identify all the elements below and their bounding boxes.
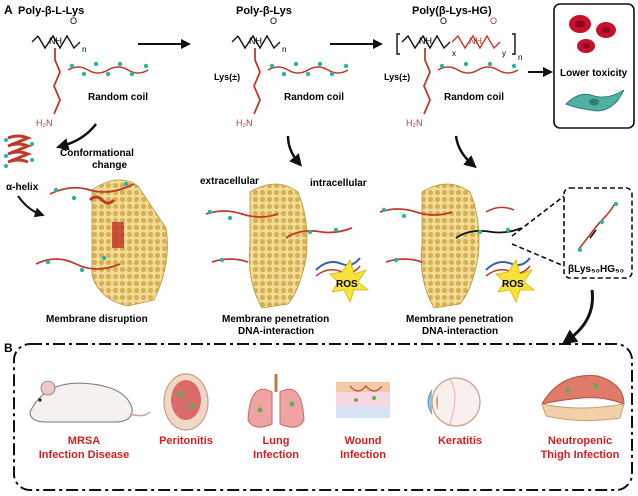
membrane-disruption-illustration: [35, 179, 168, 307]
panel-b-frame: [13, 343, 633, 491]
arrow-p3-down: [454, 135, 477, 169]
polymer-3-o-hg: O: [490, 16, 497, 26]
arrow-p1-down: [55, 123, 97, 151]
arrow-helix-to-membrane: [17, 195, 45, 218]
polymer-1-nh2: H₂N: [36, 118, 53, 128]
polymer-3-structure: Poly(β-Lys-HG) NH NH O O x y n H₂N Lys(±…: [384, 5, 522, 128]
disease-4-line1: Wound: [344, 435, 381, 447]
dna-interaction-label-1: DNA-interaction: [238, 326, 314, 337]
polymer-3-coil-label: Random coil: [444, 92, 504, 103]
conformational-change-line1: Conformational: [60, 148, 134, 159]
membrane-disruption-label: Membrane disruption: [46, 314, 148, 325]
thigh-muscle-illustration: [541, 375, 625, 422]
polymer-3-o: O: [440, 16, 447, 26]
polymer-2-title: Poly-β-Lys: [236, 5, 292, 17]
red-blood-cells-illustration: [569, 15, 616, 53]
membrane-penetration-illustration-2: [379, 183, 536, 309]
polymer-2-nh: NH: [249, 36, 262, 46]
lower-toxicity-box: Lower toxicity: [553, 3, 635, 129]
polymer-2-n: n: [282, 45, 286, 54]
polymer-3-title: Poly(β-Lys-HG): [412, 5, 492, 17]
lungs-illustration: [247, 374, 305, 428]
polymer-1-o: O: [70, 16, 77, 26]
polymer-1-nh: NH: [49, 36, 62, 46]
polymer-2-nh2: H₂N: [236, 118, 253, 128]
intracellular-label: intracellular: [310, 178, 367, 189]
polymer-3-nh2: H₂N: [406, 118, 423, 128]
polymer-1-coil-label: Random coil: [88, 92, 148, 103]
copolymer-label: βLys₅₀HG₅₀: [568, 264, 624, 275]
copolymer-zoom-box: βLys₅₀HG₅₀: [563, 187, 633, 279]
polymer-1-structure: Poly-β-L-Lys NH O n H₂N Random coil: [18, 5, 149, 128]
disease-4-line2: Infection: [340, 449, 386, 461]
polymer-3-nh-hg: NH: [469, 36, 482, 46]
polymer-3-y: y: [502, 49, 506, 58]
mouse-illustration: [29, 380, 151, 423]
alpha-helix-label: α-helix: [6, 182, 39, 193]
membrane-penetration-label-2: Membrane penetration: [406, 314, 513, 325]
skin-wound-illustration: [336, 382, 390, 418]
disease-6-line1: Neutropenic: [548, 435, 612, 447]
zoom-line-bottom: [511, 243, 565, 267]
extracellular-label: extracellular: [200, 176, 259, 187]
ros-label-1: ROS: [336, 279, 358, 290]
disease-6-line2: Thigh Infection: [541, 449, 620, 461]
disease-3-line2: Infection: [253, 449, 299, 461]
disease-5-line1: Keratitis: [438, 435, 482, 447]
polymer-3-n: n: [518, 53, 522, 62]
alpha-helix-illustration: [4, 134, 34, 168]
conformational-change-line2: change: [92, 160, 127, 171]
polymer-1-title: Poly-β-L-Lys: [18, 5, 84, 17]
dna-interaction-label-2: DNA-interaction: [422, 326, 498, 337]
polymer-2-coil-label: Random coil: [284, 92, 344, 103]
polymer-3-x: x: [452, 49, 456, 58]
disease-1-line1: MRSA: [68, 435, 100, 447]
lower-toxicity-label: Lower toxicity: [560, 68, 628, 79]
polymer-3-lys-pm: Lys(±): [384, 72, 410, 82]
polymer-2-o: O: [270, 16, 277, 26]
disease-3-line1: Lung: [263, 435, 290, 447]
disease-1-line2: Infection Disease: [39, 449, 129, 461]
polymer-1-n: n: [82, 45, 86, 54]
arrow-p2-down: [286, 135, 302, 167]
peritoneum-illustration: [163, 373, 209, 431]
eye-illustration: [427, 377, 481, 427]
polymer-2-lys-pm: Lys(±): [214, 72, 240, 82]
panel-a-label: A: [4, 3, 13, 17]
disease-2-line1: Peritonitis: [159, 435, 213, 447]
membrane-penetration-illustration-1: [205, 183, 370, 309]
polymer-2-structure: Poly-β-Lys NH O n H₂N Lys(±) Random coil: [214, 5, 349, 128]
panel-b-label: B: [4, 341, 13, 355]
zoom-line-top: [511, 195, 565, 237]
ros-label-2: ROS: [502, 279, 524, 290]
arrow-to-panel-b: [561, 289, 594, 345]
polymer-3-nh: NH: [419, 36, 432, 46]
membrane-penetration-label-1: Membrane penetration: [222, 314, 329, 325]
